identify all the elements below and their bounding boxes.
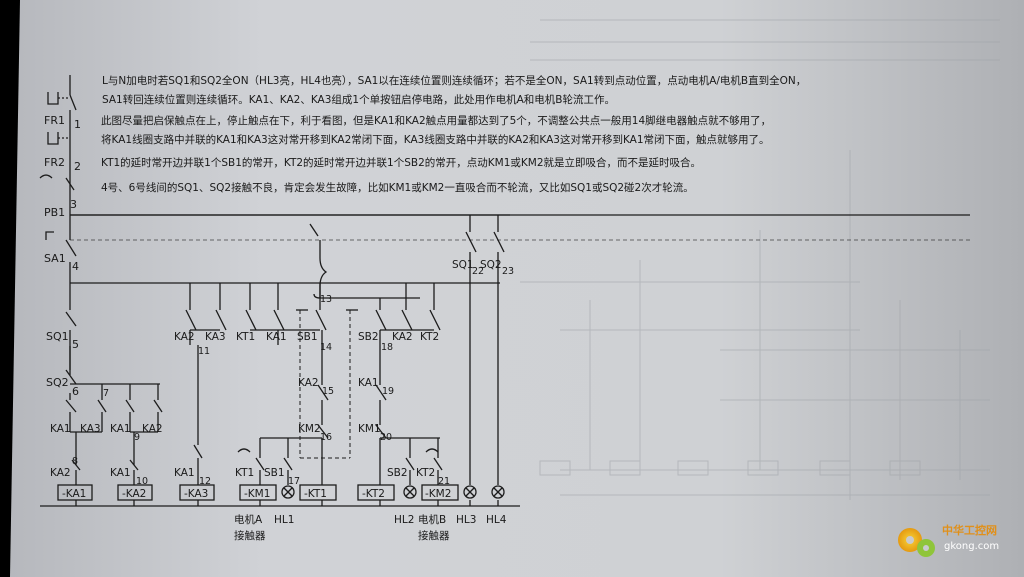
node-4: 4	[72, 260, 79, 273]
label-fr1: FR1	[44, 114, 65, 127]
label-hl3: HL3	[456, 514, 476, 526]
note-line-6: 4号、6号线间的SQ1、SQ2接触不良，肯定会发生故障，比如KM1或KM2一直吸…	[101, 181, 694, 194]
coil-labels: -KA1 -KA2 -KA3 -KM1 -KT1 -KT2 -KM2	[62, 488, 451, 500]
note-line-5: KT1的延时常开边并联1个SB1的常开，KT2的延时常开边并联1个SB2的常开，…	[101, 156, 701, 169]
node-12: 12	[199, 476, 211, 487]
node-7: 7	[103, 388, 109, 399]
node-18: 18	[381, 342, 393, 353]
contact-kt1-g: KT1	[235, 467, 254, 479]
node-19: 19	[382, 386, 394, 397]
node-17: 17	[288, 476, 300, 487]
node-23: 23	[502, 266, 514, 277]
note-line-4: 将KA1线圈支路中并联的KA1和KA3这对常开移到KA2常闭下面，KA3线圈支路…	[101, 133, 770, 146]
label-hl1: HL1	[274, 514, 294, 526]
coil-kt1: -KT1	[304, 488, 327, 500]
contact-kt2-g: KT2	[416, 467, 435, 479]
contact-sq1-top: SQ1	[452, 259, 474, 271]
node-10: 10	[136, 476, 148, 487]
contact-ka1-b: KA1	[110, 423, 131, 435]
wiring	[39, 75, 970, 507]
node-14: 14	[320, 342, 332, 353]
contact-ka1-g: KA1	[110, 467, 131, 479]
node-8: 8	[72, 456, 78, 467]
node-2: 2	[74, 160, 81, 173]
notes-block: L与N加电时若SQ1和SQ2全ON（HL3亮，HL4也亮），SA1以在连续位置则…	[101, 74, 806, 194]
note-line-1: L与N加电时若SQ1和SQ2全ON（HL3亮，HL4也亮），SA1以在连续位置则…	[102, 74, 806, 87]
contact-sq2-top: SQ2	[480, 259, 502, 271]
contact-km2-d: KM2	[298, 423, 321, 435]
node-9: 9	[134, 432, 140, 443]
node-6: 6	[72, 385, 79, 398]
node-11: 11	[198, 346, 210, 357]
contact-ka1-f: KA1	[358, 377, 379, 389]
label-hl4: HL4	[486, 514, 507, 526]
watermark-brand: 中华工控网	[942, 523, 997, 537]
contact-ka2-g: KA2	[50, 467, 71, 479]
paper-sheet	[10, 0, 1024, 577]
contact-ka2-e: KA2	[392, 331, 413, 343]
label-hl2: HL2	[394, 514, 414, 526]
node-1: 1	[74, 118, 81, 131]
contact-sb1-c: SB1	[297, 331, 318, 343]
contact-ka2-c: KA2	[174, 331, 195, 343]
contact-km1-f: KM1	[358, 423, 381, 435]
coil-ka3: -KA3	[184, 488, 208, 500]
label-pb1: PB1	[44, 206, 65, 219]
node-20: 20	[380, 432, 392, 443]
coil-km2: -KM2	[425, 488, 451, 500]
node-numbers: 7 8 9 10 11 12 13 14 15 16 17 18 19 20 2…	[72, 266, 514, 487]
node-16: 16	[320, 432, 332, 443]
coil-ka2: -KA2	[122, 488, 146, 500]
contact-sb2-g: SB2	[387, 467, 408, 479]
node-15: 15	[322, 386, 334, 397]
contact-labels: KA1 KA3 KA1 KA2 KA2 KA3 KT1 KA1 SB1 KA2 …	[50, 259, 502, 479]
watermark-url: gkong.com	[944, 541, 999, 552]
label-contactor-b: 接触器	[418, 529, 450, 542]
coil-ka1: -KA1	[62, 488, 86, 500]
node-3: 3	[70, 198, 77, 211]
contact-ka3-c: KA3	[205, 331, 226, 343]
label-motor-a: 电机A	[234, 513, 263, 526]
contact-sb2-e: SB2	[358, 331, 379, 343]
contact-ka1-a: KA1	[50, 423, 71, 435]
left-labels: FR1 FR2 PB1 SA1 SQ1 SQ2 1 2 3 4 5 6	[44, 114, 81, 398]
gear-icon	[898, 528, 935, 557]
note-line-2: SA1转回连续位置则连续循环。KA1、KA2、KA3组成1个单按钮启停电路，此处…	[102, 93, 615, 106]
contact-sb1-g: SB1	[264, 467, 285, 479]
coil-km1: -KM1	[244, 488, 270, 500]
label-sq2: SQ2	[46, 376, 69, 389]
note-line-3: 此图尽量把启保触点在上，停止触点在下，利于看图，但是KA1和KA2触点用量都达到…	[101, 114, 771, 127]
label-sq1: SQ1	[46, 330, 69, 343]
coil-kt2: -KT2	[362, 488, 385, 500]
contact-ka1-h: KA1	[174, 467, 195, 479]
node-13: 13	[320, 294, 332, 305]
contact-kt2-e: KT2	[420, 331, 439, 343]
contact-ka2-b: KA2	[142, 423, 163, 435]
node-22: 22	[472, 266, 484, 277]
label-contactor-a: 接触器	[234, 529, 266, 542]
contact-ka2-d: KA2	[298, 377, 319, 389]
node-21: 21	[438, 476, 450, 487]
bottom-labels: 电机A 接触器 HL1 HL2 电机B 接触器 HL3 HL4	[234, 513, 507, 542]
label-fr2: FR2	[44, 156, 65, 169]
contact-kt1-c: KT1	[236, 331, 255, 343]
label-sa1: SA1	[44, 252, 66, 265]
contact-ka1-c: KA1	[266, 331, 287, 343]
node-5: 5	[72, 338, 79, 351]
contact-ka3-a: KA3	[80, 423, 101, 435]
label-motor-b: 电机B	[418, 513, 446, 526]
bleed-through	[520, 19, 1000, 500]
watermark: 中华工控网 gkong.com	[898, 523, 999, 557]
